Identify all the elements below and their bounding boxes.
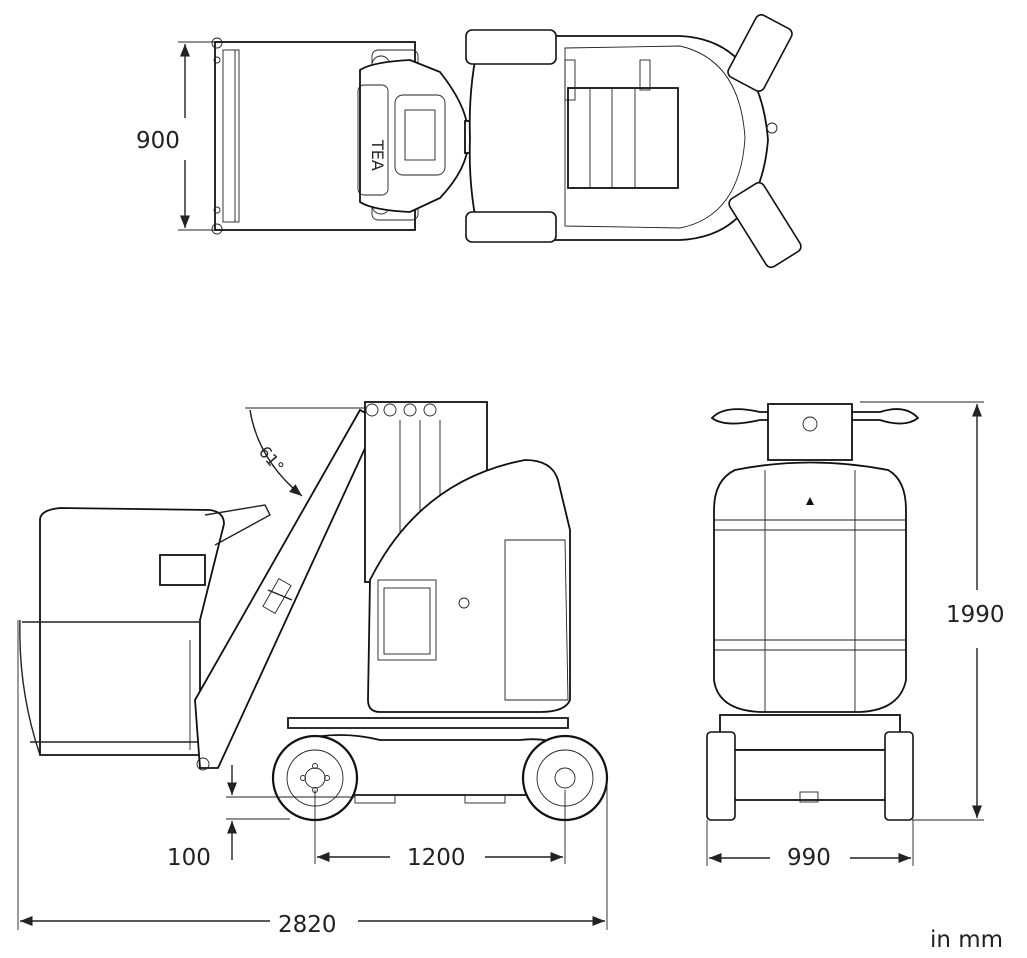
dim-ground-clearance-label: 100 (167, 845, 211, 871)
dim-overall-length-label: 2820 (278, 912, 337, 938)
logo-mark: TEA (368, 139, 387, 171)
front-view-left-tire (706, 731, 736, 821)
side-view-chassis (287, 717, 581, 804)
front-view-right-tire (884, 731, 914, 821)
side-view-body (367, 459, 571, 713)
front-view-basket-rail (710, 403, 920, 461)
dim-overall-width (706, 820, 914, 866)
side-view: 61° 100 1200 2820 (17, 401, 609, 938)
dim-wheelbase-label: 1200 (407, 845, 466, 871)
dim-overall-height (860, 401, 984, 821)
dim-platform-width-label: 900 (136, 128, 180, 154)
front-view-body (713, 461, 907, 713)
dim-overall-length (17, 620, 608, 930)
dim-overall-width-label: 990 (787, 845, 831, 871)
top-view: TEA 900 (136, 14, 802, 269)
unit-note: in mm (930, 927, 1003, 953)
top-view-wheels (465, 14, 802, 269)
dim-overall-height-label: 1990 (946, 602, 1005, 628)
top-view-chassis (468, 35, 778, 241)
dim-platform-width (178, 41, 215, 231)
side-view-basket (19, 504, 271, 756)
top-view-control-box: TEA (357, 59, 469, 213)
front-view: 1990 990 (706, 401, 1005, 871)
dim-wheelbase (314, 790, 566, 864)
dim-ground-clearance (226, 765, 355, 860)
dim-tilt-angle (245, 407, 365, 497)
dim-tilt-angle-label: 61° (255, 442, 288, 476)
front-view-chassis (719, 714, 901, 803)
side-view-jib-arm (194, 408, 380, 771)
